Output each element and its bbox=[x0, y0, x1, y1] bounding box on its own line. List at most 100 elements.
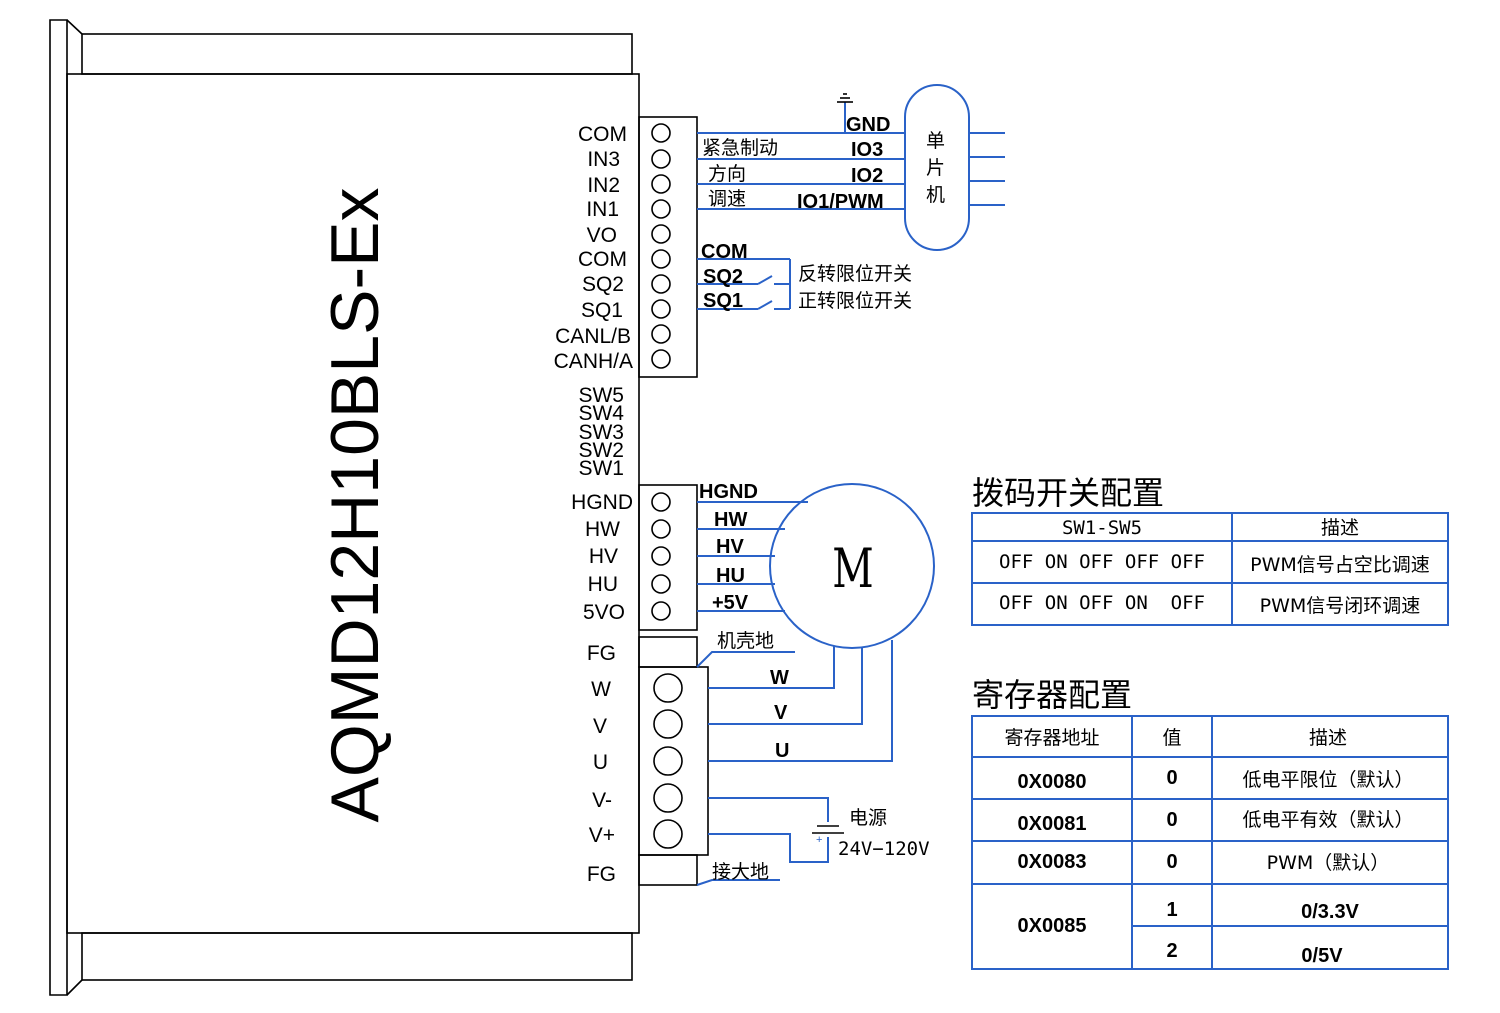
hall-terminal-screws bbox=[651, 492, 671, 621]
dip-header-setting: SW1-SW5 bbox=[1062, 517, 1142, 539]
pin-label: HV bbox=[589, 545, 618, 568]
pin-label: SQ2 bbox=[582, 273, 624, 296]
reg-addr: 0X0080 bbox=[1018, 771, 1087, 793]
case-ground-label: 机壳地 bbox=[717, 630, 774, 652]
terminal-screw bbox=[653, 819, 683, 849]
reg-desc: 0/3.3V bbox=[1301, 901, 1359, 923]
dip-header-desc: 描述 bbox=[1321, 517, 1359, 539]
terminal-screw bbox=[651, 249, 671, 269]
switch-contact bbox=[757, 275, 773, 285]
mcu-label: 单 bbox=[926, 130, 945, 152]
dip-label: SW4 bbox=[578, 402, 624, 425]
dip-table-title: 拨码开关配置 bbox=[972, 474, 1164, 512]
earth-wire bbox=[696, 879, 780, 886]
pin-label: FG bbox=[587, 863, 616, 886]
direction-label: 方向 bbox=[708, 163, 746, 185]
dip-row-setting: OFF ON OFF OFF OFF bbox=[999, 551, 1205, 573]
mcu-label: 片 bbox=[926, 157, 945, 179]
pin-label: VO bbox=[587, 224, 617, 247]
forward-limit-label: 正转限位开关 bbox=[798, 290, 912, 312]
reg-addr: 0X0083 bbox=[1018, 851, 1087, 873]
switch-contact bbox=[757, 300, 773, 310]
terminal-screw bbox=[651, 274, 671, 294]
pin-label: IN3 bbox=[587, 148, 620, 171]
reg-desc: 0/5V bbox=[1301, 945, 1343, 967]
mcu-block bbox=[904, 84, 970, 251]
earth-label: 接大地 bbox=[712, 861, 769, 883]
reverse-limit-label: 反转限位开关 bbox=[798, 263, 912, 285]
io2-label: IO2 bbox=[851, 165, 883, 187]
v-phase-label: V bbox=[774, 702, 788, 724]
reg-table-title: 寄存器配置 bbox=[972, 676, 1132, 714]
pin-label: COM bbox=[578, 123, 627, 146]
pin-label: FG bbox=[587, 642, 616, 665]
dip-label: SW3 bbox=[578, 421, 624, 444]
terminal-screw bbox=[651, 324, 671, 344]
pin-label: SQ1 bbox=[581, 299, 623, 322]
reg-desc: 低电平有效（默认） bbox=[1242, 809, 1413, 831]
speed-label: 调速 bbox=[708, 188, 746, 210]
power-range: 24V−120V bbox=[838, 838, 930, 860]
pin-label: CANH/A bbox=[554, 350, 633, 373]
reg-header-desc: 描述 bbox=[1309, 727, 1347, 749]
power-supply-wires bbox=[708, 797, 844, 863]
terminal-blocks bbox=[638, 116, 709, 886]
pin-label: IN2 bbox=[587, 174, 620, 197]
reg-val: 0 bbox=[1166, 851, 1177, 873]
w-phase-label: W bbox=[770, 667, 789, 689]
io1-pwm-label: IO1/PWM bbox=[797, 191, 884, 213]
hgnd-wire-label: HGND bbox=[699, 481, 758, 503]
pin-label: HU bbox=[588, 573, 618, 596]
reg-desc: PWM（默认） bbox=[1267, 852, 1390, 874]
model-name: AQMD12H10BLS-Ex bbox=[317, 188, 393, 823]
hall-wires bbox=[697, 501, 808, 612]
pin-label: HW bbox=[585, 518, 620, 541]
pin-label: V+ bbox=[589, 824, 615, 847]
sq2-label: SQ2 bbox=[703, 266, 743, 288]
dip-row-desc: PWM信号闭环调速 bbox=[1260, 595, 1421, 617]
pin-label: COM bbox=[578, 248, 627, 271]
dip-switch-labels: SW5 SW4 SW3 SW2 SW1 bbox=[578, 384, 624, 480]
dip-row-setting: OFF ON OFF ON OFF bbox=[999, 592, 1205, 614]
motor bbox=[769, 483, 935, 649]
pin-label: CANL/B bbox=[555, 325, 631, 348]
terminal-screw bbox=[651, 492, 671, 512]
reg-val: 0 bbox=[1166, 809, 1177, 831]
limit-switch-wires bbox=[697, 258, 791, 310]
mcu-label: 机 bbox=[926, 184, 945, 206]
top-terminal-screws bbox=[651, 123, 671, 369]
terminal-screw bbox=[653, 783, 683, 813]
pin-label: V- bbox=[592, 789, 612, 812]
hw-wire-label: HW bbox=[714, 509, 747, 531]
terminal-screw bbox=[651, 224, 671, 244]
top-pin-labels: COM IN3 IN2 IN1 VO COM SQ2 SQ1 CANL/B CA… bbox=[554, 123, 633, 373]
pin-label: HGND bbox=[571, 491, 633, 514]
reg-header-addr: 寄存器地址 bbox=[1004, 727, 1099, 749]
hall-pin-labels: HGND HW HV HU 5VO bbox=[571, 491, 633, 624]
pin-label: W bbox=[591, 678, 611, 701]
terminal-screw bbox=[651, 349, 671, 369]
terminal-screw bbox=[651, 519, 671, 539]
phase-wires bbox=[708, 640, 893, 762]
terminal-screw bbox=[651, 299, 671, 319]
register-table bbox=[971, 715, 1449, 970]
pin-label: IN1 bbox=[586, 198, 619, 221]
5v-wire-label: +5V bbox=[712, 592, 749, 614]
mcu-signal-wires bbox=[697, 84, 1005, 251]
reg-val: 0 bbox=[1166, 767, 1177, 789]
dip-row-desc: PWM信号占空比调速 bbox=[1250, 554, 1430, 576]
sq1-label: SQ1 bbox=[703, 290, 743, 312]
terminal-screw bbox=[653, 673, 683, 703]
reg-addr: 0X0085 bbox=[1018, 915, 1087, 937]
dip-table bbox=[971, 512, 1449, 626]
u-phase-label: U bbox=[775, 740, 789, 762]
terminal-screw bbox=[651, 174, 671, 194]
motor-label: M bbox=[832, 538, 873, 600]
pin-label: U bbox=[593, 751, 608, 774]
io3-label: IO3 bbox=[851, 139, 883, 161]
terminal-screw bbox=[651, 546, 671, 566]
terminal-screw bbox=[651, 601, 671, 621]
terminal-screw bbox=[653, 746, 683, 776]
pin-label: V bbox=[593, 715, 607, 738]
